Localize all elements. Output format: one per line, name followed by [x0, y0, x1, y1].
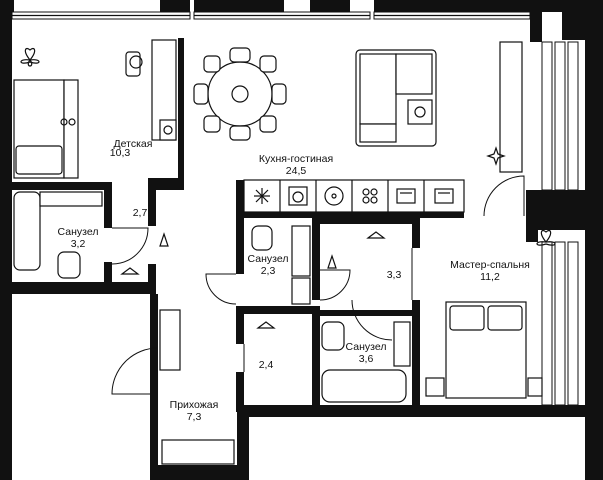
snowflake-icon	[254, 188, 270, 204]
room-area-closet2: 3,3	[387, 269, 402, 281]
room-name-kids: Детская	[114, 138, 153, 150]
room-area-closet1: 2,7	[133, 207, 148, 219]
room-area-bath3: 3,6	[359, 353, 374, 365]
hanger-icon	[327, 254, 337, 269]
kids-room-furniture	[13, 39, 177, 179]
room-area-hall: 7,3	[187, 411, 202, 423]
hanger-icon	[120, 267, 140, 275]
room-name-bath1: Санузел	[58, 226, 99, 238]
bath1-fixtures	[13, 191, 103, 279]
hall-cabinet	[159, 309, 235, 465]
room-area-bath1: 3,2	[71, 238, 86, 250]
washer-icon	[288, 186, 308, 206]
room-name-bath2: Санузел	[248, 253, 289, 265]
room-area-bath2: 2,3	[261, 265, 276, 277]
bath2-fixtures	[251, 225, 311, 305]
compass-star-icon	[486, 146, 506, 166]
oven-icon	[396, 188, 416, 204]
window-strip-top	[11, 11, 531, 20]
doors	[111, 175, 525, 395]
room-labels: Детская 10,3 Кухня-гостиная 24,5 Санузел…	[58, 138, 530, 423]
room-area-closet3: 2,4	[259, 359, 274, 371]
room-name-hall: Прихожая	[170, 399, 219, 411]
hanger-icon	[366, 231, 386, 239]
room-name-bath3: Санузел	[346, 341, 387, 353]
dining-set	[193, 47, 287, 141]
plant-icon	[20, 47, 40, 67]
room-name-living: Кухня-гостиная	[259, 153, 333, 165]
room-area-kids: 10,3	[110, 147, 131, 159]
kitchen-counter	[243, 179, 465, 213]
plant-icon	[536, 229, 556, 246]
sink-icon	[324, 186, 344, 206]
cooktop-icon	[362, 188, 378, 204]
room-name-master: Мастер-спальня	[450, 259, 530, 271]
window-strip-right	[541, 41, 579, 406]
master-bed	[425, 301, 543, 399]
sofa-set	[355, 41, 523, 173]
room-area-master: 11,2	[480, 271, 500, 283]
dishwasher-icon	[434, 188, 454, 204]
room-area-living: 24,5	[286, 165, 307, 177]
hanger-icon	[159, 232, 169, 247]
interior-walls	[12, 38, 464, 412]
bath3-fixtures	[321, 321, 411, 403]
hanger-icon	[256, 321, 276, 329]
